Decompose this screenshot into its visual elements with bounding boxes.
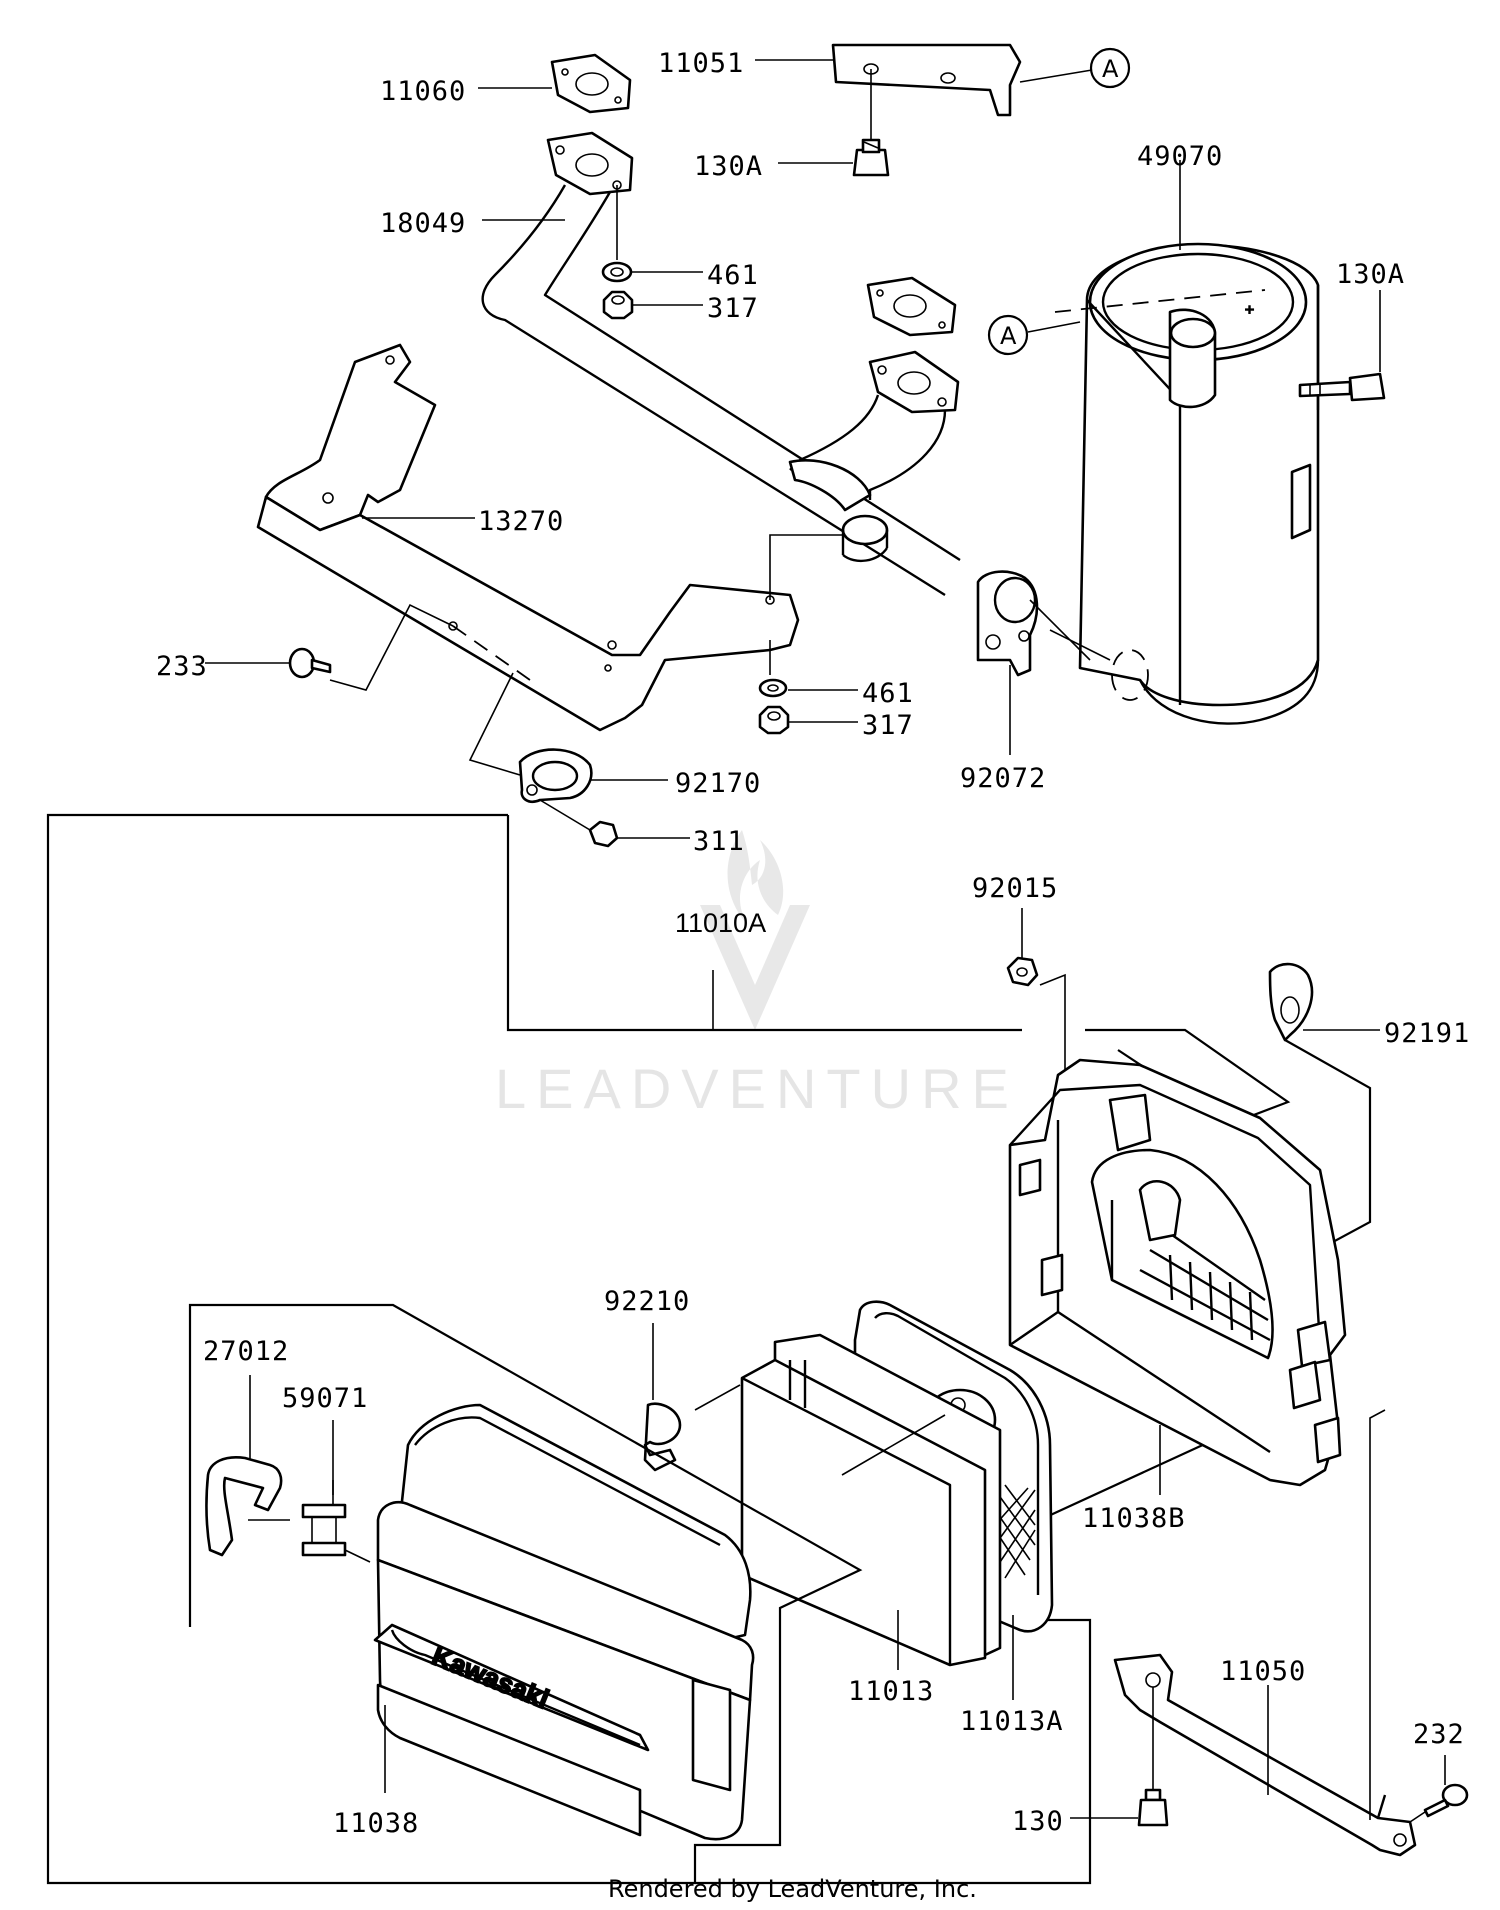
part-92170-clamp [518, 748, 593, 803]
label-11010A: 11010A [675, 908, 766, 938]
watermark: LEADVENTURE [495, 830, 1019, 1120]
ref-a-top: A [1102, 55, 1119, 83]
part-27012-clip [205, 1456, 283, 1557]
leader-461-317-bottom-upper [769, 534, 843, 600]
label-232: 232 [1413, 1719, 1465, 1750]
part-18049-exhaust-pipe [481, 131, 961, 597]
leader-ref-a-left [1027, 321, 1081, 333]
part-gasket-second [866, 276, 957, 337]
label-11050: 11050 [1220, 1656, 1306, 1687]
label-317-top: 317 [707, 293, 759, 324]
leader-233-dashed [452, 625, 531, 681]
ref-a-left-circle [987, 314, 1029, 356]
label-11051: 11051 [658, 48, 744, 79]
nut-92015-icon [1006, 956, 1039, 987]
bolt-130A-right-icon [1298, 372, 1386, 402]
label-49070: 49070 [1137, 141, 1223, 172]
leader-59071-to-cover [344, 1549, 371, 1563]
label-92072: 92072 [960, 763, 1046, 794]
label-11013: 11013 [848, 1676, 934, 1707]
label-130A-top: 130A [694, 151, 763, 182]
label-92210: 92210 [604, 1286, 690, 1317]
part-92210-clip [643, 1402, 682, 1472]
screw-233-icon [288, 647, 332, 679]
footer-credit: Rendered by LeadVenture, Inc. [608, 1875, 977, 1903]
nut-311-icon [588, 820, 619, 848]
watermark-logo-icon [700, 830, 810, 1030]
label-11060: 11060 [380, 76, 466, 107]
washer-461-bottom-icon [758, 678, 788, 698]
part-11051-bracket [831, 43, 1022, 117]
label-59071: 59071 [282, 1383, 368, 1414]
part-11050-bracket [1113, 1653, 1417, 1857]
part-11013-filter-element [740, 1333, 1002, 1667]
nut-317-top-icon [602, 290, 634, 320]
part-13270-heat-shield [256, 343, 800, 732]
watermark-text: LEADVENTURE [495, 1057, 1019, 1120]
label-317-bottom: 317 [862, 710, 914, 741]
label-92170: 92170 [675, 768, 761, 799]
label-27012: 27012 [203, 1336, 289, 1367]
leader-ref-a-left-dashed [1054, 289, 1266, 313]
leader-232-to-bracket [1409, 1811, 1426, 1823]
leader-92210-to-filter [694, 1384, 741, 1411]
leader-92170-path [468, 672, 521, 776]
part-92191-clip [1268, 962, 1314, 1042]
label-461-top: 461 [707, 260, 759, 291]
label-130: 130 [1012, 1806, 1064, 1837]
label-11038: 11038 [333, 1808, 419, 1839]
label-13270: 13270 [478, 506, 564, 537]
leader-ref-a-top [1019, 69, 1093, 83]
label-92015: 92015 [972, 873, 1058, 904]
part-59071-retainer [301, 1480, 347, 1557]
washer-461-top-icon [601, 261, 633, 283]
label-130A-right: 130A [1336, 259, 1405, 290]
screw-232-icon [1423, 1783, 1469, 1818]
part-92072-clamp [976, 570, 1091, 677]
label-233: 233 [156, 651, 208, 682]
assembly-outline-11010A-top [506, 815, 1022, 1032]
ref-a-left: A [1000, 322, 1017, 350]
bolt-130-icon [1137, 1788, 1169, 1827]
leader-11050-to-base [1369, 1409, 1386, 1820]
ref-a-top-circle [1089, 47, 1131, 89]
label-92191: 92191 [1384, 1018, 1470, 1049]
nut-317-bottom-icon [758, 705, 790, 735]
label-461-bottom: 461 [862, 678, 914, 709]
cover-sub-assembly-outline [188, 1303, 863, 1883]
part-49070-muffler [1078, 242, 1320, 725]
part-11038B-base [1008, 1058, 1347, 1487]
leader-311-axis [539, 799, 591, 831]
label-11038B: 11038B [1082, 1503, 1186, 1534]
part-11038-cover: Kawasaki [373, 1403, 755, 1841]
label-18049: 18049 [380, 208, 466, 239]
label-311: 311 [693, 826, 745, 857]
label-11013A: 11013A [960, 1706, 1064, 1737]
leader-92072-to-muffler [1049, 629, 1111, 661]
part-11060-gasket [550, 53, 632, 114]
bolt-130A-top-icon [852, 138, 890, 177]
crosshair-mark: + [1245, 302, 1254, 319]
leader-233-path [329, 603, 454, 691]
